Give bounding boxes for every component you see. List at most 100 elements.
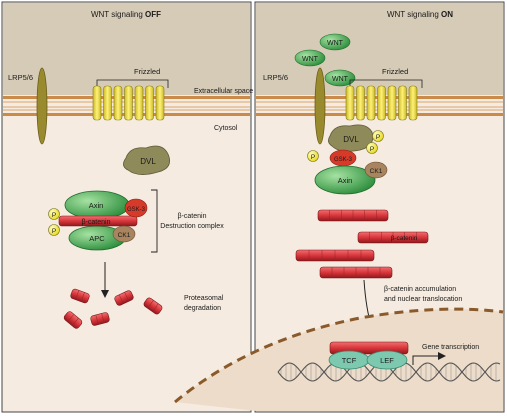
left-bcatenin bbox=[58, 215, 138, 227]
right-phospho-2 bbox=[366, 142, 378, 154]
degraded-fragment-2 bbox=[114, 290, 134, 306]
gene-transcription-arrow bbox=[412, 352, 446, 365]
left-phospho-2-label: P bbox=[52, 228, 56, 235]
right-frizzled-label: Frizzled bbox=[382, 67, 408, 76]
degraded-fragment-4 bbox=[90, 312, 110, 326]
right-dvl-label: DVL bbox=[343, 135, 359, 144]
left-dvl-label: DVL bbox=[140, 157, 156, 166]
degraded-fragment-4-ridge-1 bbox=[95, 314, 99, 325]
left-proteasomal-line1: Proteasomal bbox=[184, 295, 224, 302]
right-frizzled-helix-4 bbox=[377, 85, 386, 121]
degraded-fragment-3-body bbox=[143, 297, 163, 315]
left-destruction-complex: Axin APC β-catenin GSK-3 CK1 P P bbox=[48, 190, 148, 251]
degraded-fragment-5-body bbox=[63, 311, 83, 329]
right-extracellular-region bbox=[256, 3, 503, 95]
right-frizzled-helix-2 bbox=[356, 85, 365, 121]
degraded-fragment-5-ridge-1 bbox=[67, 314, 75, 323]
right-frizzled-helix-7 bbox=[408, 85, 418, 121]
degraded-fragment-3 bbox=[143, 297, 163, 315]
gene-transcription-label: Gene transcription bbox=[422, 344, 479, 351]
right-frizzled-helix-3 bbox=[366, 85, 376, 121]
degraded-fragment-4-body bbox=[90, 312, 110, 326]
tcf-label: TCF bbox=[342, 356, 357, 365]
dna-strand-1 bbox=[277, 362, 501, 382]
right-frizzled-helix-6 bbox=[398, 85, 407, 121]
wnt-ligand-2 bbox=[294, 49, 326, 67]
left-gsk3-label: GSK-3 bbox=[127, 207, 146, 213]
left-axin-label: Axin bbox=[89, 201, 104, 210]
left-frizzled-helix-3 bbox=[113, 85, 123, 121]
wnt-ligand-3 bbox=[324, 69, 356, 87]
left-lrp-receptor bbox=[36, 67, 48, 145]
left-extracellular-label: Extracellular space bbox=[194, 88, 253, 95]
right-frizzled-receptor bbox=[345, 79, 423, 121]
right-lrp-receptor bbox=[314, 67, 326, 145]
transcription-complex: TCF LEF bbox=[328, 341, 409, 370]
right-wnt-ligands: WNT WNT WNT bbox=[294, 33, 356, 87]
lef-label: LEF bbox=[380, 356, 394, 365]
right-axin-label: Axin bbox=[338, 176, 353, 185]
right-bcatenin-accumulation bbox=[295, 209, 429, 279]
left-phospho-1-label: P bbox=[52, 212, 56, 219]
right-frizzled-helix-1 bbox=[345, 85, 355, 121]
degraded-fragment-1 bbox=[70, 288, 90, 304]
left-frizzled-helix-7 bbox=[155, 85, 165, 121]
wnt-ligand-2-label: WNT bbox=[302, 56, 319, 63]
left-degradation-arrow bbox=[101, 262, 109, 298]
nuclear-envelope bbox=[174, 307, 504, 404]
right-phospho-3-label: P bbox=[311, 154, 315, 161]
right-ck1 bbox=[364, 161, 388, 179]
degraded-fragment-3-ridge-1 bbox=[147, 300, 154, 309]
left-cytosol-label: Cytosol bbox=[214, 125, 238, 132]
left-ck1-label: CK1 bbox=[118, 232, 131, 239]
left-lrp-label: LRP5/6 bbox=[8, 73, 33, 82]
right-lrp-label: LRP5/6 bbox=[263, 73, 288, 82]
left-frizzled-helix-2 bbox=[103, 85, 112, 121]
left-complex-label-line2: Destruction complex bbox=[160, 223, 224, 230]
wnt-ligand-1-label: WNT bbox=[327, 40, 344, 47]
right-gsk3-label: GSK-3 bbox=[334, 157, 353, 163]
right-phospho-1 bbox=[372, 130, 384, 142]
left-frizzled-helix-6 bbox=[145, 85, 154, 121]
degraded-fragment-3-ridge-2 bbox=[152, 303, 159, 312]
left-apc-label: APC bbox=[89, 234, 105, 243]
lef-factor bbox=[366, 350, 408, 370]
degraded-fragment-2-ridge-2 bbox=[124, 292, 130, 302]
degraded-fragment-5-ridge-2 bbox=[71, 317, 79, 326]
left-frizzled-label: Frizzled bbox=[134, 67, 160, 76]
left-phospho-1 bbox=[48, 208, 60, 220]
left-dvl-protein: DVL bbox=[123, 145, 171, 175]
right-panel: WNT signaling ON WNT WNT WNT LRP5/6 Friz… bbox=[174, 1, 505, 413]
wnt-ligand-1 bbox=[319, 33, 351, 51]
left-complex-label-line1: β-catenin bbox=[178, 213, 207, 220]
right-phospho-1-label: P bbox=[376, 134, 380, 141]
left-gsk3 bbox=[124, 198, 148, 218]
left-frizzled-receptor bbox=[92, 79, 169, 121]
degraded-fragment-1-ridge-2 bbox=[80, 292, 85, 302]
right-axin bbox=[314, 165, 376, 195]
degraded-fragment-4-ridge-2 bbox=[101, 313, 105, 324]
right-ck1-label: CK1 bbox=[370, 168, 383, 175]
left-bcatenin-label: β-catenin bbox=[82, 219, 111, 226]
left-frizzled-helix-5 bbox=[134, 85, 144, 121]
right-title: WNT signaling ON bbox=[387, 10, 453, 19]
right-accum-line1: β-catenin accumulation bbox=[384, 286, 456, 293]
right-phospho-3 bbox=[307, 150, 319, 162]
left-frizzled-helix-4 bbox=[124, 85, 133, 121]
left-frizzled-helix-1 bbox=[92, 85, 102, 121]
left-complex-bracket bbox=[151, 189, 158, 253]
right-phospho-2-label: P bbox=[370, 146, 374, 153]
left-panel: WNT signaling OFF LRP5/6 Frizzled Extrac… bbox=[1, 1, 253, 413]
right-frizzled-helix-5 bbox=[387, 85, 397, 121]
right-bcatenin-label: β-catenin bbox=[391, 235, 418, 242]
left-proteasomal-line2: degradation bbox=[184, 305, 221, 312]
right-accum-line2: and nuclear translocation bbox=[384, 296, 462, 303]
degraded-fragment-5 bbox=[63, 311, 83, 329]
left-ck1 bbox=[112, 225, 136, 243]
left-degraded-fragments bbox=[63, 288, 163, 329]
degraded-fragment-2-ridge-1 bbox=[118, 294, 124, 304]
left-phospho-2 bbox=[48, 224, 60, 236]
left-title: WNT signaling OFF bbox=[91, 10, 161, 19]
degraded-fragment-1-ridge-1 bbox=[75, 290, 80, 300]
